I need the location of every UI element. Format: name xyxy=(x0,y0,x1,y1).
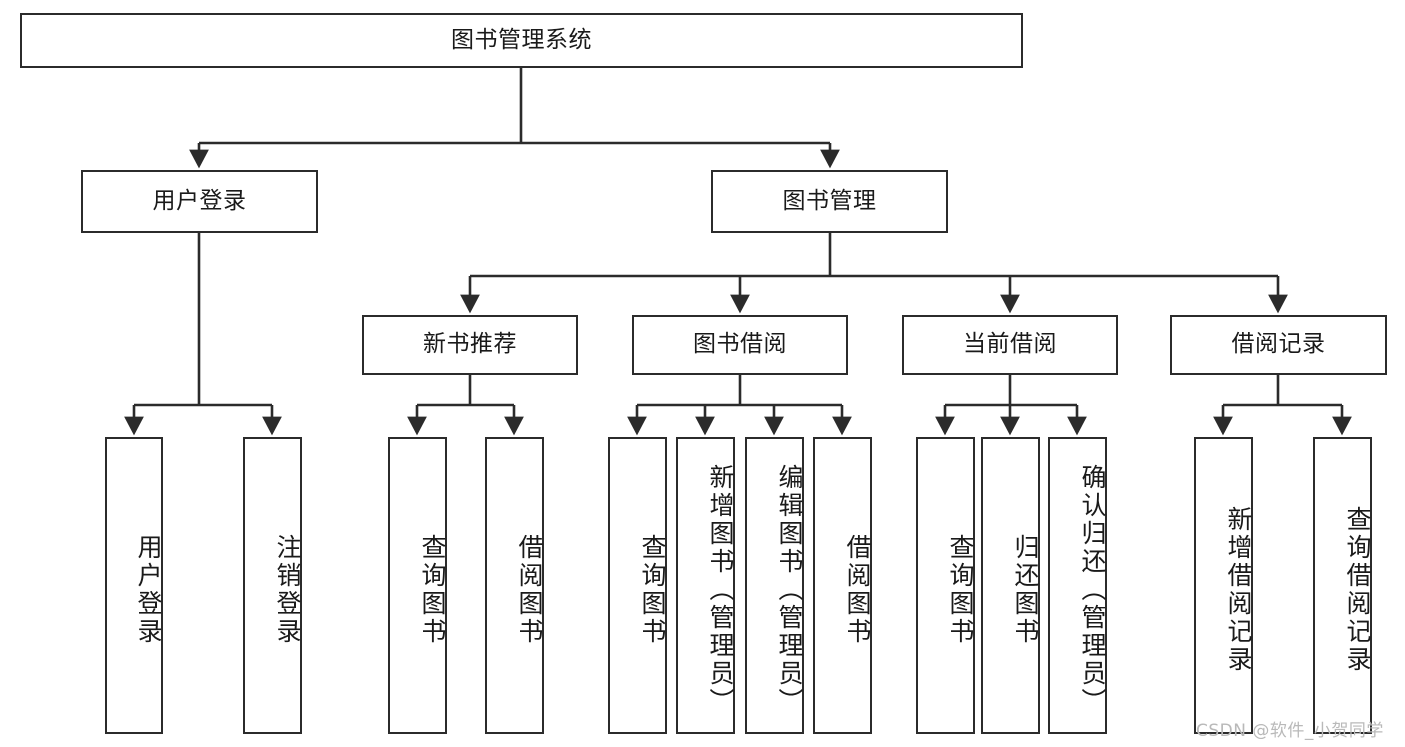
node-book-borrow-label: 图书借阅 xyxy=(693,331,787,358)
node-leaf-user-logout[interactable]: 注销登录 xyxy=(243,437,302,734)
node-leaf-return-book[interactable]: 归还图书 xyxy=(981,437,1040,734)
node-book-borrow[interactable]: 图书借阅 xyxy=(632,315,848,375)
node-leaf-query-book-1[interactable]: 查询图书 xyxy=(388,437,447,734)
node-leaf-query-book-3[interactable]: 查询图书 xyxy=(916,437,975,734)
node-leaf-query-record[interactable]: 查询借阅记录 xyxy=(1313,437,1372,734)
node-leaf-add-record[interactable]: 新增借阅记录 xyxy=(1194,437,1253,734)
node-leaf-borrow-book-2-label: 借阅图书 xyxy=(843,533,872,646)
node-user-login[interactable]: 用户登录 xyxy=(81,170,318,233)
node-current-borrow-label: 当前借阅 xyxy=(963,331,1057,358)
node-leaf-add-book-label: 新增图书（管理员） xyxy=(706,463,735,716)
node-leaf-edit-book-label: 编辑图书（管理员） xyxy=(775,463,804,716)
node-leaf-user-login[interactable]: 用户登录 xyxy=(105,437,163,734)
node-current-borrow[interactable]: 当前借阅 xyxy=(902,315,1118,375)
node-borrow-record-label: 借阅记录 xyxy=(1231,331,1326,358)
node-leaf-query-book-2-label: 查询图书 xyxy=(638,533,667,646)
node-book-manage[interactable]: 图书管理 xyxy=(711,170,948,233)
node-leaf-query-book-1-label: 查询图书 xyxy=(418,533,447,646)
node-book-manage-label: 图书管理 xyxy=(782,187,877,214)
node-leaf-add-book[interactable]: 新增图书（管理员） xyxy=(676,437,735,734)
node-leaf-confirm-return[interactable]: 确认归还（管理员） xyxy=(1048,437,1107,734)
csdn-watermark: CSDN @软件_小贺同学 xyxy=(1196,721,1384,741)
node-leaf-query-book-2[interactable]: 查询图书 xyxy=(608,437,667,734)
node-user-login-label: 用户登录 xyxy=(152,187,247,214)
node-borrow-record[interactable]: 借阅记录 xyxy=(1170,315,1387,375)
node-root-label: 图书管理系统 xyxy=(451,26,592,53)
node-leaf-confirm-return-label: 确认归还（管理员） xyxy=(1078,463,1107,716)
node-leaf-query-record-label: 查询借阅记录 xyxy=(1343,505,1372,674)
node-new-book-rec-label: 新书推荐 xyxy=(423,331,517,358)
node-leaf-user-login-label: 用户登录 xyxy=(134,533,163,646)
node-leaf-borrow-book-1-label: 借阅图书 xyxy=(515,533,544,646)
node-leaf-user-logout-label: 注销登录 xyxy=(273,533,302,646)
node-leaf-add-record-label: 新增借阅记录 xyxy=(1224,505,1253,674)
node-leaf-return-book-label: 归还图书 xyxy=(1011,533,1040,646)
node-new-book-rec[interactable]: 新书推荐 xyxy=(362,315,578,375)
node-leaf-query-book-3-label: 查询图书 xyxy=(946,533,975,646)
node-leaf-borrow-book-2[interactable]: 借阅图书 xyxy=(813,437,872,734)
node-leaf-borrow-book-1[interactable]: 借阅图书 xyxy=(485,437,544,734)
node-root[interactable]: 图书管理系统 xyxy=(20,13,1023,68)
node-leaf-edit-book[interactable]: 编辑图书（管理员） xyxy=(745,437,804,734)
